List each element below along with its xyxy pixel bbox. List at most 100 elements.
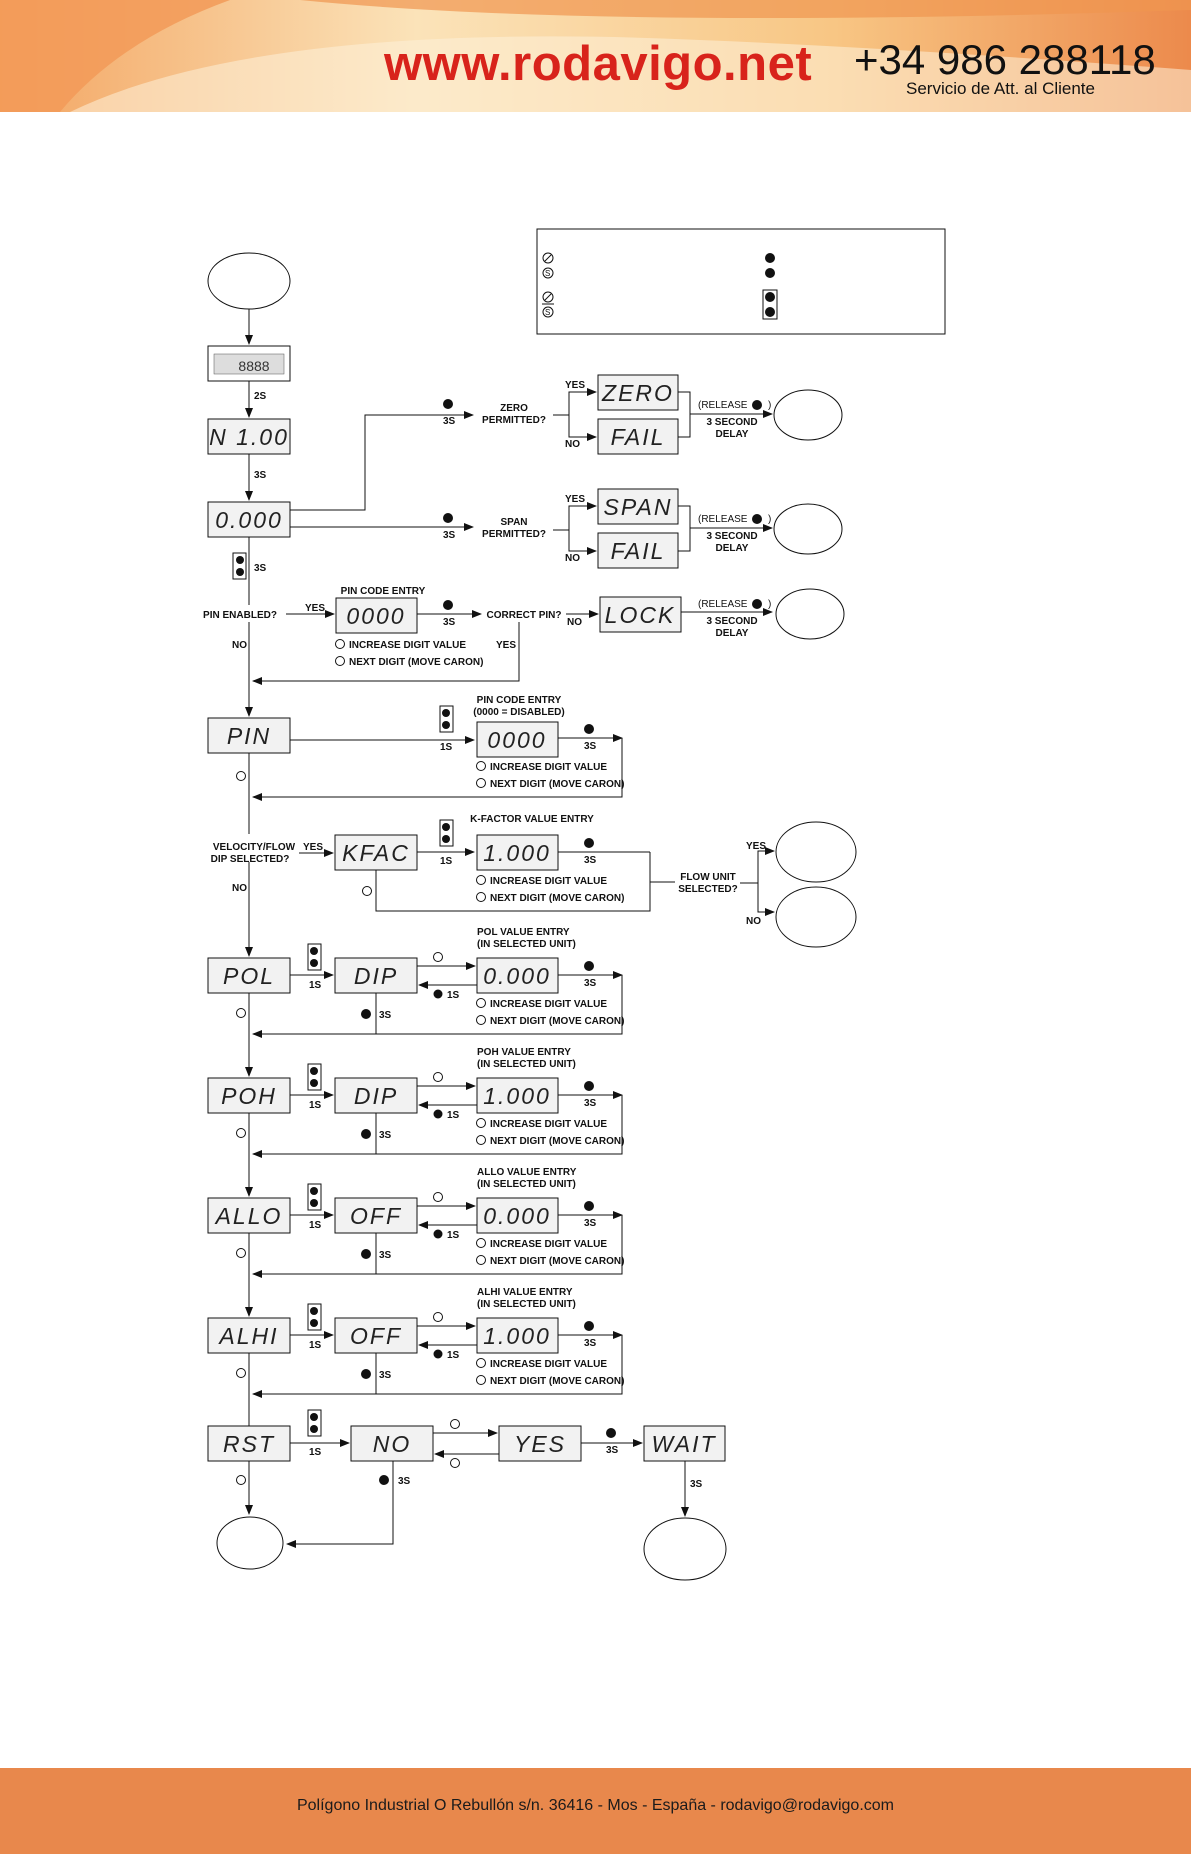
zero-permitted-label: ZERO (500, 403, 528, 414)
lcd-pol-value-text: 0.000 (483, 963, 551, 989)
lcd-fail (597, 418, 679, 455)
no-label: NO (232, 640, 247, 651)
span-button-icon (236, 1008, 246, 1018)
span-button-icon (443, 600, 453, 610)
time-label: 1S (309, 1340, 322, 1351)
time-label: 3S (584, 1098, 597, 1109)
time-label: 1S (309, 1220, 322, 1231)
lcd-zero-text: ZERO (601, 380, 674, 406)
lcd-fail-text: FAIL (611, 424, 666, 450)
span-button-icon (476, 778, 486, 788)
lcd-pin (207, 717, 291, 754)
time-label: 3S (690, 1479, 703, 1490)
time-label: 1S (447, 990, 460, 1001)
end-oval (216, 1516, 284, 1570)
lcd-kfac (334, 834, 418, 871)
release-label: ) (768, 599, 771, 610)
yes-label: YES (303, 842, 323, 853)
lcd-poh-value (476, 1077, 559, 1114)
both-buttons-icon (307, 1063, 322, 1091)
next-digit-label: NEXT DIGIT (MOVE CARON) (490, 779, 624, 790)
span-button-icon (606, 1428, 616, 1438)
increase-digit-label: INCREASE DIGIT VALUE (490, 1239, 607, 1250)
delay-label: 3 SECOND (706, 616, 757, 627)
increase-digit-label: INCREASE DIGIT VALUE (490, 1359, 607, 1370)
end-oval (643, 1517, 727, 1581)
both-buttons-icon (307, 943, 322, 971)
span-button-icon (752, 514, 762, 524)
yes-label: YES (305, 603, 325, 614)
page-footer: Polígono Industrial O Rebullón s/n. 3641… (0, 1768, 1191, 1854)
next-digit-label: NEXT DIGIT (MOVE CARON) (349, 657, 483, 668)
time-label: 3S (254, 563, 267, 574)
lcd-version-text: N 1.00 (209, 424, 289, 450)
lcd-pin-entry (335, 597, 418, 634)
zero-button-icon (476, 761, 486, 771)
span-permitted-label: SPAN (500, 517, 527, 528)
span-button-icon (584, 1201, 594, 1211)
time-label: 3S (584, 741, 597, 752)
lcd-zero (597, 374, 679, 411)
time-label: 1S (447, 1350, 460, 1361)
span-button-icon (476, 1135, 486, 1145)
span-button-icon (335, 656, 345, 666)
in-unit-label: (IN SELECTED UNIT) (477, 1299, 576, 1310)
lcd-kfactor-text: 1.000 (483, 840, 551, 866)
legend-box (536, 228, 946, 335)
time-label: 1S (440, 742, 453, 753)
span-button-icon (752, 599, 762, 609)
no-label: NO (565, 553, 580, 564)
delay-label: 3 SECOND (706, 417, 757, 428)
span-button-icon (443, 513, 453, 523)
span-button-icon (476, 1375, 486, 1385)
end-oval (775, 821, 857, 883)
flow-unit-label: FLOW UNIT (680, 872, 736, 883)
both-buttons-icon (307, 1183, 322, 1211)
zero-button-icon (433, 1109, 443, 1119)
delay-label: DELAY (716, 543, 749, 554)
lcd-main-value-text: 0.000 (215, 507, 283, 533)
end-oval (773, 389, 843, 441)
zero-button-icon (476, 998, 486, 1008)
lcd-alhi-text: ALHI (217, 1323, 278, 1349)
no-label: NO (746, 916, 761, 927)
zero-button-icon (476, 875, 486, 885)
span-button-icon (361, 1009, 371, 1019)
time-label: 3S (379, 1370, 392, 1381)
yes-label: YES (565, 380, 585, 391)
lcd-kfac-text: KFAC (342, 840, 410, 866)
time-label: 1S (309, 980, 322, 991)
lcd-rst-text: RST (223, 1431, 275, 1457)
pin-disabled-label: (0000 = DISABLED) (473, 707, 564, 718)
lcd-version (207, 418, 291, 455)
yes-label: YES (746, 841, 766, 852)
span-permitted-label: PERMITTED? (482, 529, 546, 540)
lcd-wait (643, 1425, 726, 1462)
span-button-icon (361, 1369, 371, 1379)
span-button-icon (236, 771, 246, 781)
website-address[interactable]: www.rodavigo.net (384, 37, 813, 91)
increase-digit-label: INCREASE DIGIT VALUE (490, 1119, 607, 1130)
span-button-icon (584, 724, 594, 734)
span-button-icon (584, 961, 594, 971)
span-button-icon (584, 1081, 594, 1091)
time-label: 3S (443, 617, 456, 628)
time-label: 3S (254, 470, 267, 481)
release-label: ) (768, 400, 771, 411)
release-label: ) (768, 514, 771, 525)
lcd-dip-text: DIP (354, 963, 398, 989)
start-oval (207, 252, 291, 310)
increase-digit-label: INCREASE DIGIT VALUE (349, 640, 466, 651)
pol-entry-label: POL VALUE ENTRY (477, 927, 570, 938)
lcd-off-text: OFF (350, 1323, 402, 1349)
time-label: 3S (398, 1476, 411, 1487)
lcd-no (350, 1425, 434, 1462)
span-button-icon (362, 886, 372, 896)
zero-button-icon (433, 1229, 443, 1239)
yes-label: YES (565, 494, 585, 505)
lcd-main-value (207, 501, 291, 538)
next-digit-label: NEXT DIGIT (MOVE CARON) (490, 1256, 624, 1267)
span-button-icon (236, 1128, 246, 1138)
zero-button-icon (450, 1419, 460, 1429)
header-banner (0, 0, 1191, 112)
